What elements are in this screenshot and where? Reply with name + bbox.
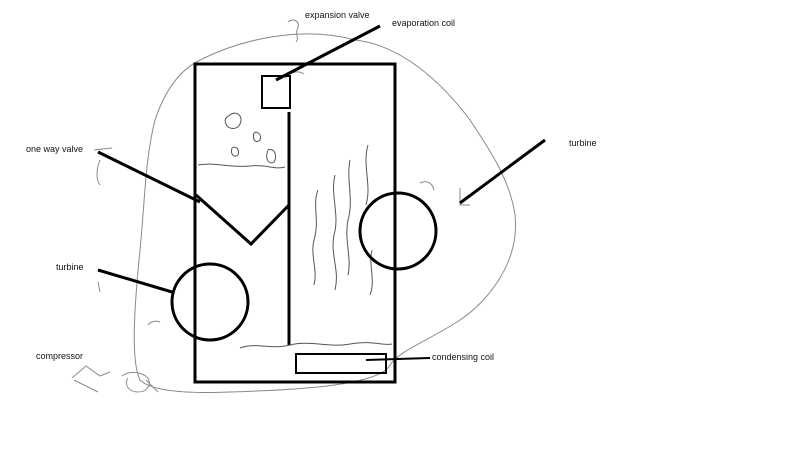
label-evaporation-coil: evaporation coil bbox=[392, 18, 456, 28]
leader-turbine-right bbox=[459, 138, 546, 205]
label-expansion-valve: expansion valve bbox=[305, 10, 370, 20]
sketch-compressor bbox=[71, 365, 159, 393]
label-compressor: compressor bbox=[36, 351, 84, 361]
droplet-1 bbox=[224, 112, 242, 129]
wavy-line-1 bbox=[312, 189, 319, 286]
droplet-3 bbox=[231, 146, 239, 157]
turbine-right-circle bbox=[358, 191, 438, 271]
liquid-surface-bottom bbox=[239, 342, 393, 349]
wavy-line-4 bbox=[365, 144, 373, 296]
droplet-2 bbox=[253, 131, 261, 143]
outer-sketch-outline bbox=[133, 33, 517, 393]
container-box bbox=[193, 62, 397, 384]
sketch-left-bottom bbox=[97, 281, 161, 326]
droplet-4 bbox=[266, 148, 277, 164]
leader-evaporation-coil bbox=[275, 24, 381, 82]
liquid-surface-left bbox=[197, 163, 286, 169]
condensing-coil-box bbox=[295, 353, 387, 374]
wavy-line-2 bbox=[332, 174, 337, 291]
leader-condensing-coil bbox=[365, 357, 431, 361]
one-way-valve-v bbox=[195, 193, 291, 247]
turbine-left-circle bbox=[170, 262, 250, 342]
label-turbine-left: turbine bbox=[56, 262, 84, 272]
label-condensing-coil: condensing coil bbox=[432, 352, 495, 362]
label-one-way-valve: one way valve bbox=[26, 144, 84, 154]
sketch-left-curve bbox=[93, 147, 113, 186]
wavy-line-3 bbox=[346, 159, 351, 276]
leader-one-way-valve bbox=[97, 150, 201, 204]
leader-turbine-left bbox=[97, 268, 173, 294]
sketch-top-right-hook bbox=[419, 181, 470, 206]
expansion-valve-box bbox=[261, 75, 291, 109]
label-turbine-right: turbine bbox=[569, 138, 597, 148]
